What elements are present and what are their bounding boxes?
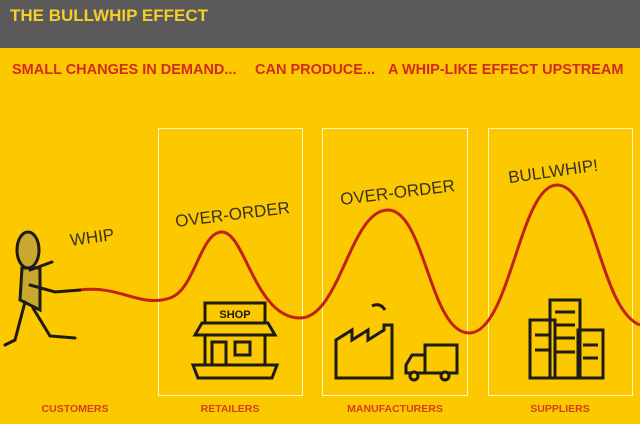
whip-curve: [79, 183, 640, 335]
header-bar: THE BULLWHIP EFFECT: [0, 0, 640, 48]
truck-icon: [404, 343, 459, 382]
subtitle-part-1: SMALL CHANGES IN DEMAND...: [12, 62, 237, 78]
shop-icon: SHOP: [190, 301, 280, 380]
stage-label-retailers: RETAILERS: [200, 403, 260, 415]
suppliers-box: [488, 128, 633, 396]
supplier-buildings-icon: [528, 298, 605, 380]
customer-figure-icon: [3, 230, 82, 347]
shop-sign: SHOP: [219, 309, 250, 321]
factory-icon: [334, 303, 394, 380]
stage-label-suppliers: SUPPLIERS: [530, 403, 590, 415]
stage-label-customers: CUSTOMERS: [41, 403, 109, 415]
retailers-box: [158, 128, 303, 396]
subtitle-part-3: A WHIP-LIKE EFFECT UPSTREAM: [388, 62, 624, 78]
page-title: THE BULLWHIP EFFECT: [10, 6, 209, 25]
manufacturers-box: [322, 128, 468, 396]
stage-label-manufacturers: MANUFACTURERS: [347, 403, 443, 415]
subtitle-part-2: CAN PRODUCE...: [255, 62, 376, 78]
